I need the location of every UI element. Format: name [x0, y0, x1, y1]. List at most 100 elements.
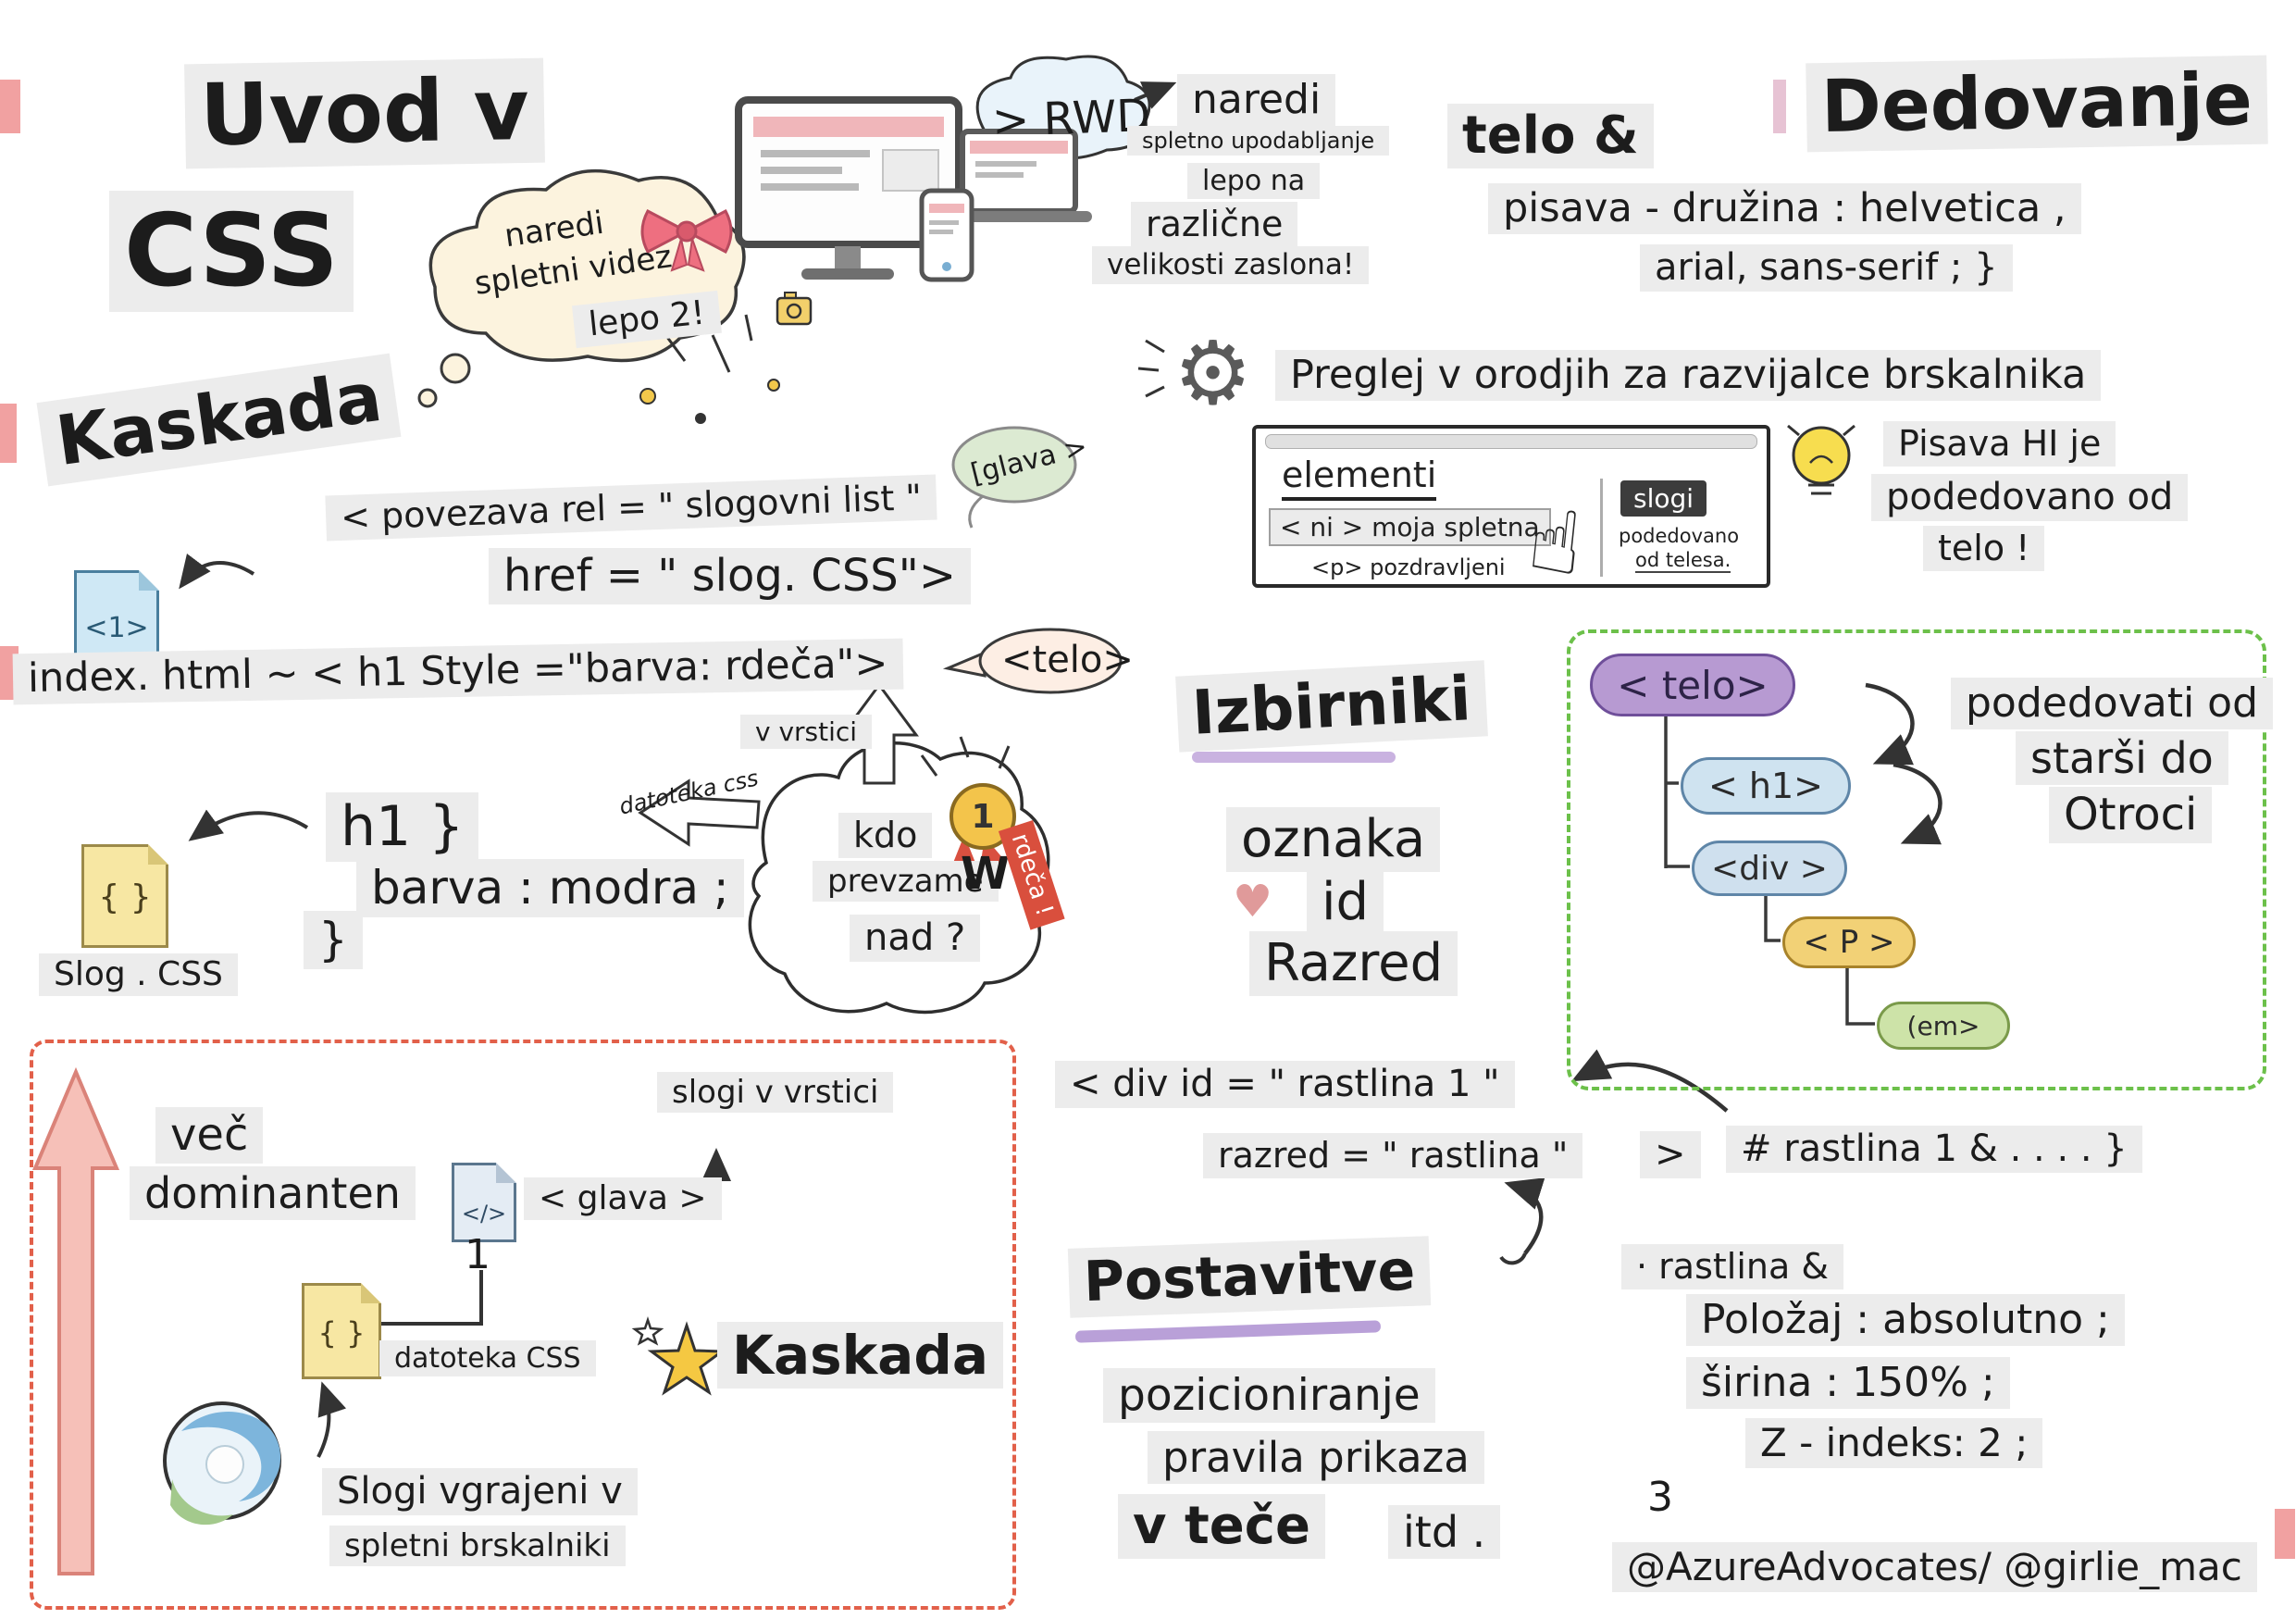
selectors-heading: Izbirniki	[1175, 660, 1488, 753]
devtools-scrollbar[interactable]	[1265, 434, 1757, 449]
html-doc-icon: <1>	[74, 570, 159, 657]
sparkles	[639, 292, 813, 424]
tree-note-3: Otroci	[2049, 787, 2213, 843]
tree-node-em-label: (em>	[1906, 1010, 1980, 1041]
datoteka-css-label-2: datoteka CSS	[379, 1340, 596, 1377]
html-doc-label: <1>	[84, 612, 149, 644]
selector-gt: >	[1640, 1131, 1701, 1179]
layouts-prop-2: širina : 150% ;	[1686, 1357, 2010, 1409]
tree-node-h1-label: < h1>	[1707, 766, 1824, 806]
layouts-item-1: pozicioniranje	[1103, 1368, 1435, 1424]
ribbon-bow-icon	[640, 208, 733, 272]
css-rule-close: }	[304, 911, 363, 969]
bulb-note-3: telo !	[1923, 526, 2045, 571]
devtools-inherited-2: od telesa.	[1635, 549, 1731, 573]
selector-razred-attr: razred = " rastlina "	[1203, 1133, 1583, 1178]
devtools-pane-divider	[1600, 479, 1603, 577]
rwd-note-2: spletno upodabljanje	[1127, 126, 1390, 156]
arrow-to-css-file	[188, 809, 309, 841]
cascade-vec: več	[155, 1107, 264, 1164]
heart-icon: ♥	[1233, 876, 1273, 928]
inheritance-code-1: pisava - družina : helvetica ,	[1488, 183, 2081, 234]
selector-oznaka: oznaka	[1226, 807, 1441, 873]
bulb-note-2: podedovano od	[1871, 474, 2189, 522]
arrow-file-left	[638, 778, 761, 847]
css-file-label: Slog . CSS	[39, 953, 238, 997]
gear-icon: ⚙	[1173, 323, 1253, 425]
tree-node-telo-label: < telo>	[1617, 662, 1769, 708]
cloud-prevzame: prevzame	[813, 861, 999, 903]
browser-styles-2: spletni brskalniki	[329, 1526, 626, 1567]
inheritance-heading: Dedovanje	[1806, 55, 2268, 153]
v-vrstici-label: v vrstici	[740, 715, 873, 750]
inherit-arrows	[1865, 682, 1942, 845]
layouts-rastlina: · rastlina &	[1621, 1244, 1843, 1289]
devtools-tab-elements[interactable]: elementi	[1282, 455, 1437, 501]
gear-dashes	[1137, 339, 1165, 398]
layouts-item-4: itd .	[1388, 1505, 1501, 1560]
head-doc-icon: </>	[452, 1163, 516, 1242]
inheritance-tree-box	[1567, 629, 2266, 1090]
rwd-note-1: naredi	[1177, 74, 1336, 126]
tree-node-div: <div >	[1692, 841, 1847, 896]
page-title-line1: Uvod v	[184, 57, 545, 168]
layouts-heading: Postavitve	[1067, 1236, 1432, 1318]
devtools-tip: Preglej v orodjih za razvijalce brskalni…	[1275, 350, 2102, 401]
rwd-note-4: različne	[1131, 202, 1298, 247]
tree-node-h1: < h1>	[1681, 757, 1851, 815]
inheritance-code-2: arial, sans-serif ; }	[1640, 244, 2013, 293]
tree-note-2: starši do	[2016, 731, 2228, 786]
selector-div-id: < div id = " rastlina 1 "	[1055, 1061, 1515, 1109]
arrow-to-doc-icon	[179, 554, 255, 590]
selector-razred: Razred	[1249, 931, 1458, 997]
devtools-inherited-1: podedovano	[1619, 525, 1740, 547]
css-file-brace-2: { }	[317, 1315, 366, 1351]
tree-node-div-label: <div >	[1711, 849, 1828, 888]
page-title-line2: CSS	[109, 191, 354, 313]
tree-node-p-label: < P >	[1803, 924, 1895, 961]
browser-icon	[163, 1401, 281, 1526]
rwd-note-5: velikosti zaslona!	[1092, 246, 1370, 284]
hand-pointer-icon: ☝	[1523, 490, 1587, 596]
browser-styles-1: Slogi vgrajeni v	[322, 1468, 638, 1516]
arrow-selector-rule	[1571, 1049, 1729, 1113]
credit-handle: @AzureAdvocates/ @girlie_mac	[1612, 1542, 2257, 1592]
layouts-item-2: pravila prikaza	[1148, 1431, 1484, 1485]
rwd-note-3: lepo na	[1187, 163, 1321, 200]
cascade-order-box	[30, 1040, 1016, 1610]
layouts-item-3: v teče	[1118, 1494, 1325, 1560]
cloud-kdo: kdo	[838, 813, 933, 858]
css-rule-decl: barva : modra ;	[356, 859, 744, 917]
layouts-prop-3: Z - indeks: 2 ;	[1745, 1418, 2043, 1468]
devtools-html-node[interactable]: < ni > moja spletna	[1269, 508, 1551, 546]
cascade-dominanten: dominanten	[130, 1166, 416, 1221]
cascade-link-href: href = " slog. CSS">	[489, 548, 972, 604]
medal-number: 1	[971, 797, 995, 836]
arrow-layout-curl	[1499, 1177, 1545, 1265]
selector-rule: # rastlina 1 & . . . . }	[1726, 1126, 2142, 1174]
cascade-kaskada-label: Kaskada	[717, 1322, 1003, 1389]
layouts-prop-4: 3	[1647, 1474, 1673, 1521]
cloud-w: W	[961, 848, 1010, 900]
devtools-styles-badge[interactable]: slogi	[1620, 480, 1707, 517]
css-file-icon: { }	[81, 844, 168, 948]
layouts-prop-1: Položaj : absolutno ;	[1686, 1294, 2125, 1346]
elbow-file-to-one	[378, 1270, 483, 1326]
tree-node-telo: < telo>	[1590, 654, 1795, 716]
selectors-underline	[1192, 752, 1396, 763]
tree-node-em: (em>	[1877, 1002, 2010, 1050]
devtools-html-child[interactable]: <p> pozdravljeni	[1311, 554, 1506, 580]
star-icon	[631, 1316, 726, 1396]
inheritance-telo: telo &	[1447, 104, 1654, 169]
tree-note-1: podedovati od	[1951, 678, 2274, 729]
head-doc-label: </>	[461, 1201, 507, 1227]
tree-node-p: < P >	[1782, 916, 1916, 968]
speech-bubble-telo	[942, 628, 1123, 694]
speech-bubble-glava	[951, 426, 1077, 529]
cascade-one: 1	[465, 1231, 490, 1278]
cloud-nad: nad ?	[850, 915, 981, 963]
css-file-icon-2: { }	[302, 1283, 381, 1379]
responsive-devices-illustration	[735, 96, 1092, 282]
selector-id: id	[1307, 870, 1384, 936]
